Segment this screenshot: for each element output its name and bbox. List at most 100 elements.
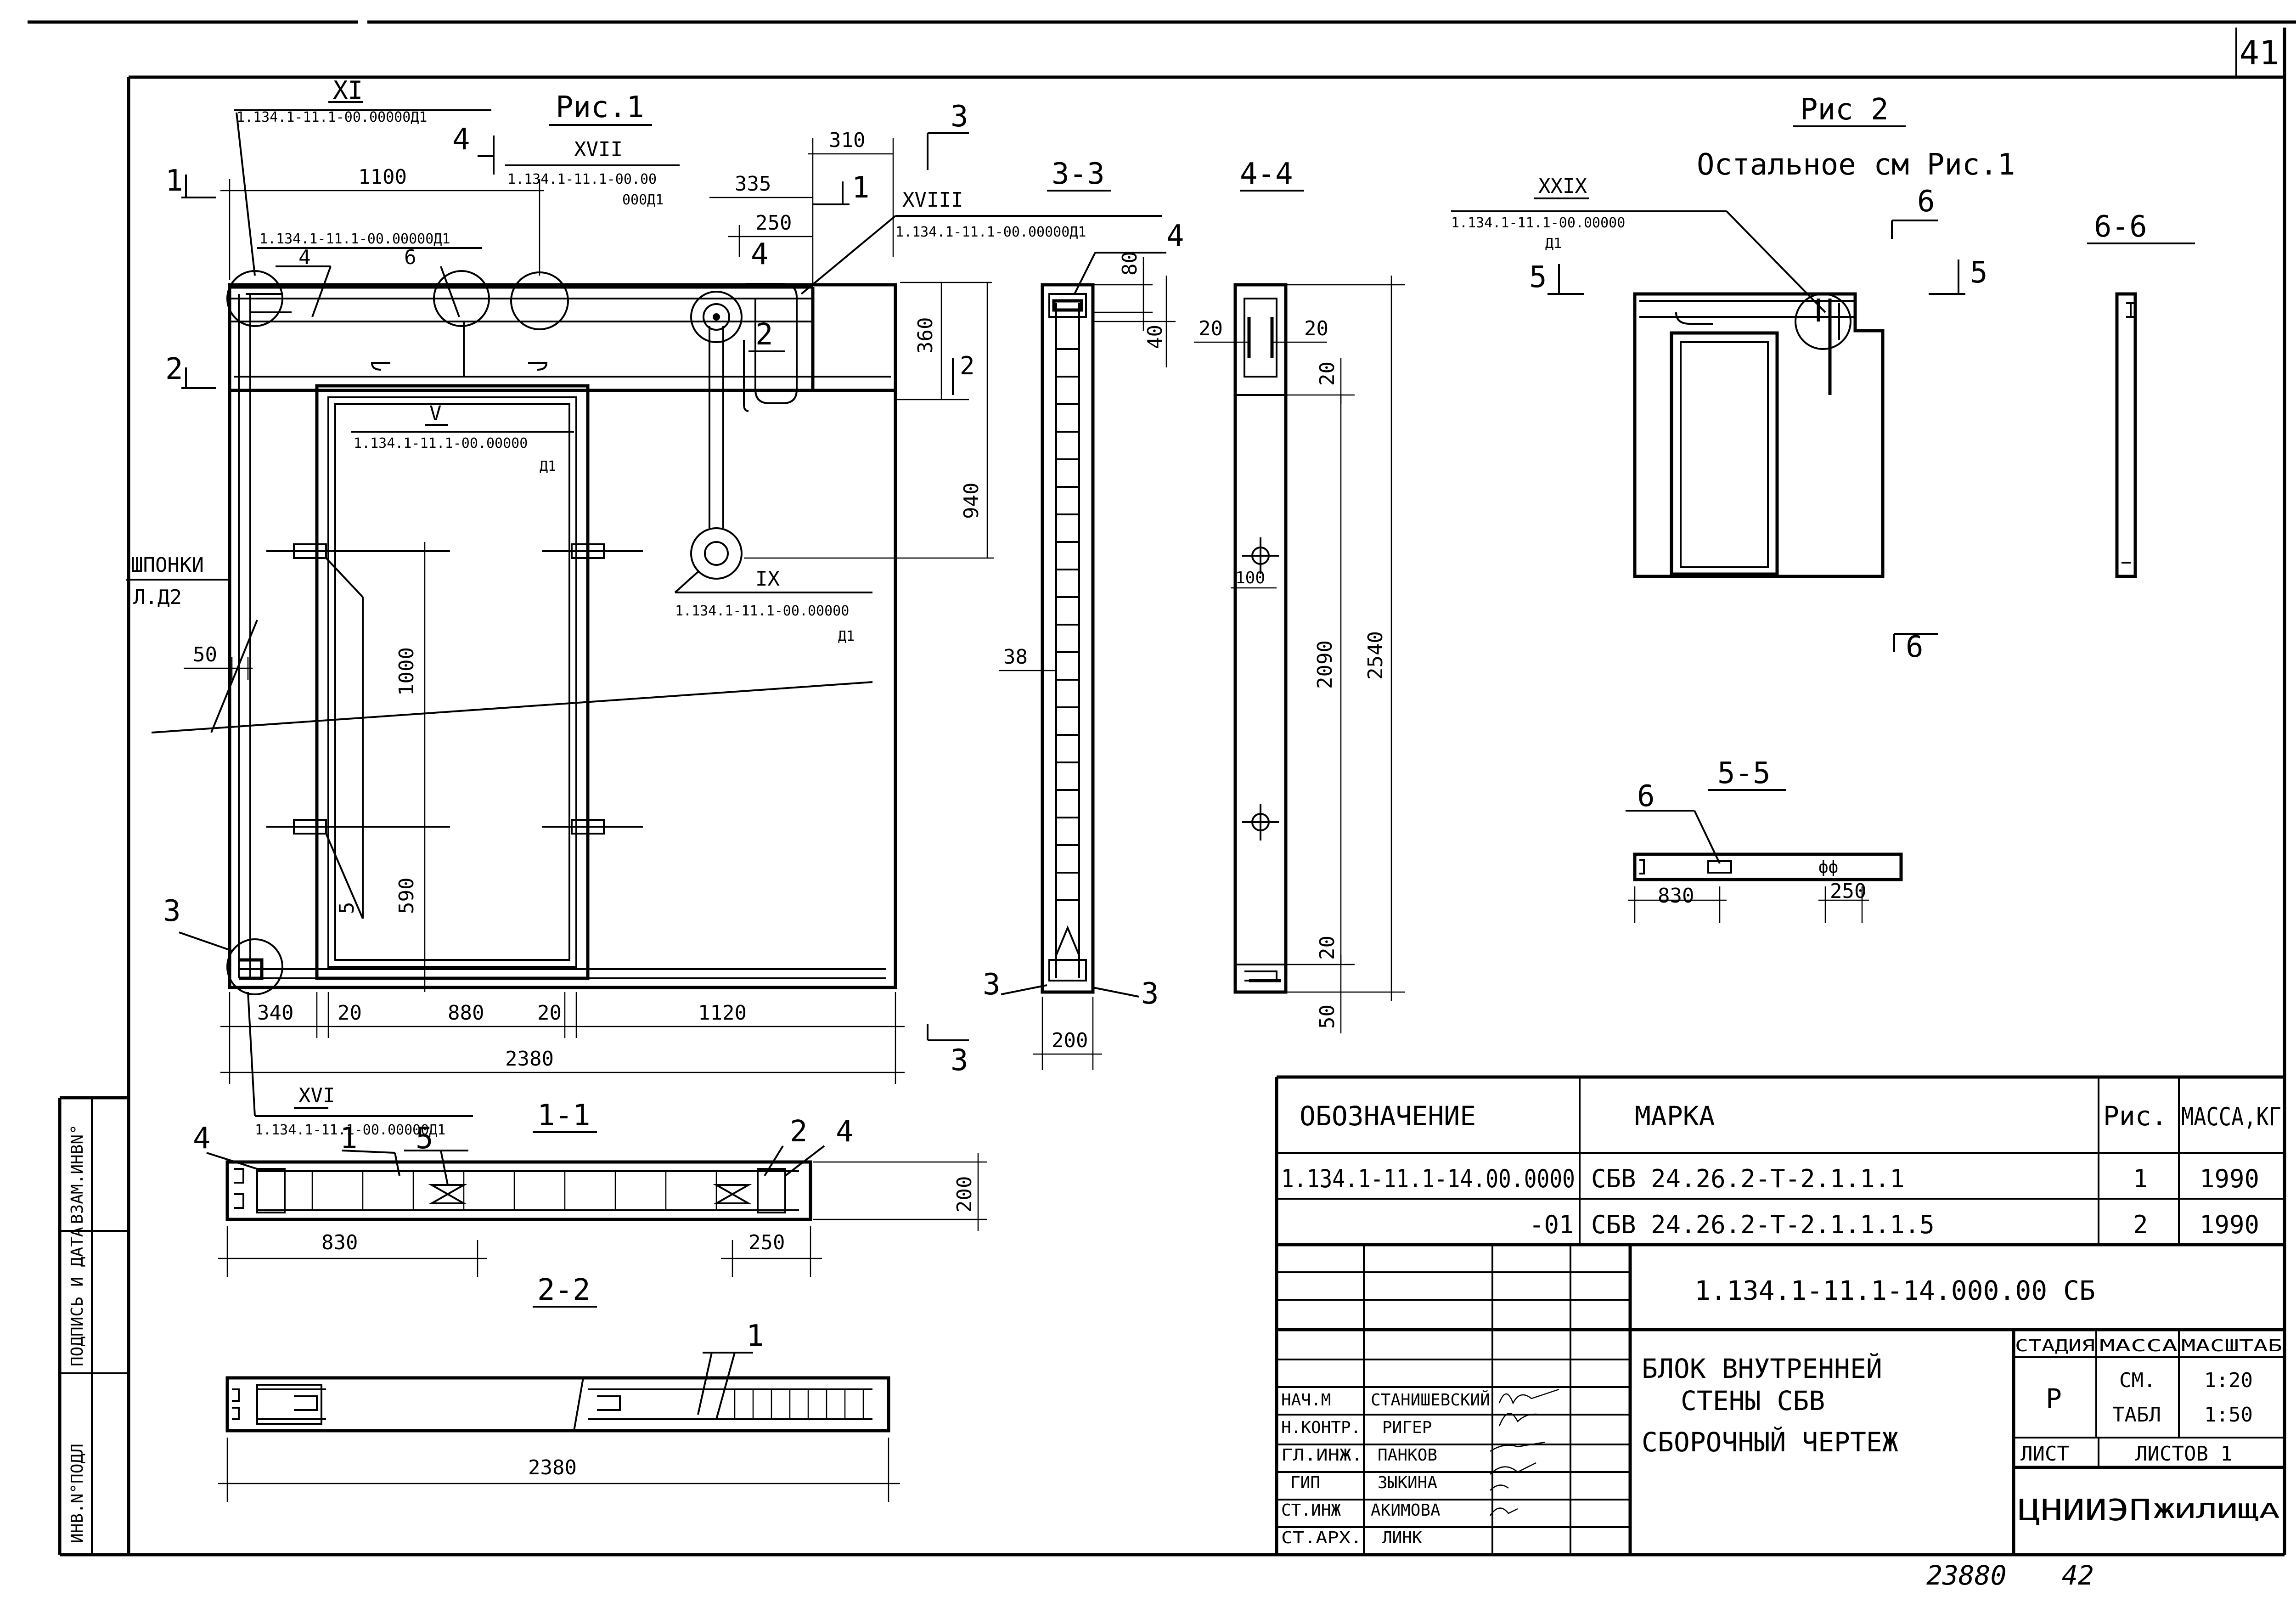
svg-text:фф: фф bbox=[1818, 858, 1838, 877]
sec11-marker-4a: 4 bbox=[193, 1122, 211, 1156]
spec-row2-mark: СБВ 24.26.2-Т-2.1.1.1.5 bbox=[1591, 1210, 1935, 1239]
fig2-elevation: Рис 2 Остальное см Рис.1 XXIX 1.134.1-11… bbox=[1451, 93, 2015, 664]
title-block-scale-header: МАСШТАБ bbox=[2181, 1337, 2282, 1355]
spec-row2-designation: -01 bbox=[1529, 1210, 1574, 1239]
sec33-dim-200: 200 bbox=[1052, 1029, 1088, 1052]
person-role-1: НАЧ.М bbox=[1281, 1391, 1331, 1410]
side-stamp-sign: ПОДПИСЬ И ДАТА bbox=[68, 1227, 87, 1366]
title-block-code: 1.134.1-11.1-14.000.00 СБ bbox=[1694, 1275, 2095, 1306]
sec22-dim-2380: 2380 bbox=[528, 1456, 577, 1479]
sec44-dim-20a: 20 bbox=[1199, 317, 1223, 340]
fig2-ref-code: 1.134.1-11.1-00.00000 bbox=[1451, 215, 1625, 231]
fig1-dim-310: 310 bbox=[829, 129, 865, 152]
fig2-sec6-top: 6 bbox=[1917, 185, 1935, 219]
fig1-sec1-right: 1 bbox=[852, 171, 870, 205]
spec-row2-fig: 2 bbox=[2133, 1210, 2148, 1239]
fig1-ref-XI-num: XI bbox=[333, 76, 363, 105]
fig1-elevation: Рис.1 bbox=[126, 76, 1162, 1138]
title-block-name-line3: СБОРОЧНЫЙ ЧЕРТЕЖ bbox=[1642, 1426, 1898, 1458]
sec11-dim-250: 250 bbox=[748, 1231, 785, 1254]
fig1-dim-1000: 1000 bbox=[395, 647, 418, 696]
archive-number: 23880 bbox=[1926, 1560, 2007, 1591]
sec44-dim-20d: 20 bbox=[1316, 936, 1339, 960]
sec33-marker-3a: 3 bbox=[983, 968, 1001, 1002]
sec11-marker-2: 2 bbox=[790, 1115, 808, 1149]
section-4-4: 4-4 20 20 20 100 2090 2540 20 50 bbox=[1194, 157, 1405, 1033]
sec11-dim-200: 200 bbox=[953, 1176, 976, 1213]
sec11-rebar bbox=[311, 1171, 717, 1210]
sec44-dim-50: 50 bbox=[1316, 1004, 1339, 1029]
fig1-marker-4-top: 4 bbox=[452, 123, 470, 157]
person-name-5: АКИМОВА bbox=[1371, 1501, 1441, 1520]
fig2-ref-num: XXIX bbox=[1538, 175, 1587, 198]
title-block-scale2: 1:50 bbox=[2204, 1403, 2253, 1427]
section-5-5: 5-5 6 фф 830 250 bbox=[1626, 756, 1903, 923]
section-2-2: 2-2 1 2380 bbox=[218, 1273, 900, 1502]
spec-row1-designation: 1.134.1-11.1-14.00.0000 bbox=[1281, 1164, 1575, 1193]
sec33-marker-4: 4 bbox=[1166, 219, 1184, 253]
fig1-dim-940: 940 bbox=[960, 483, 983, 519]
fig1-ref-XVII-code: 1.134.1-11.1-00.00 bbox=[507, 171, 657, 187]
fig1-sec2-right: 2 bbox=[960, 351, 975, 380]
fig1-title: Рис.1 bbox=[556, 90, 644, 124]
spec-header-fig: Рис. bbox=[2103, 1100, 2167, 1132]
sec11-title: 1-1 bbox=[537, 1099, 591, 1133]
sec22-marker-1: 1 bbox=[746, 1319, 764, 1353]
sec44-title: 4-4 bbox=[1240, 157, 1293, 191]
spec-row2-mass: 1990 bbox=[2200, 1210, 2259, 1239]
section-3-3: 3-3 3 3 4 80 40 38 200 bbox=[983, 157, 1184, 1070]
fig1-dim-1100: 1100 bbox=[358, 165, 407, 189]
fig1-ref-XVI-code: 1.134.1-11.1-00.00000Д1 bbox=[255, 1122, 445, 1138]
fig2-subtitle: Остальное см Рис.1 bbox=[1697, 148, 2015, 182]
sec11-dim-830: 830 bbox=[321, 1231, 358, 1254]
fig1-dim-1120: 1120 bbox=[698, 1001, 747, 1025]
title-block-sheet-header: ЛИСТ bbox=[2020, 1442, 2069, 1466]
fig1-marker-4-inner: 4 bbox=[298, 246, 311, 269]
fig1-ref-XVII-code2: 000Д1 bbox=[622, 192, 664, 208]
fig1-ref-XVII-num: XVII bbox=[574, 138, 623, 161]
fig1-sec3-bottom: 3 bbox=[951, 1044, 968, 1077]
title-block-mass-header: МАССА bbox=[2099, 1337, 2178, 1355]
fig1-ref-XVIII-num: XVIII bbox=[902, 188, 963, 212]
fig1-dim-340: 340 bbox=[257, 1001, 293, 1025]
title-block-mass1: СМ. bbox=[2119, 1369, 2155, 1392]
title-block-stage: Р bbox=[2046, 1383, 2062, 1414]
person-role-6: СТ.АРХ. bbox=[1281, 1529, 1362, 1547]
sec33-dim-80: 80 bbox=[1118, 251, 1142, 276]
fig1-ref-IX-code2: Д1 bbox=[838, 628, 855, 644]
fig1-marker-4-hw: 4 bbox=[751, 237, 769, 271]
spec-row1-mark: СБВ 24.26.2-Т-2.1.1.1 bbox=[1591, 1164, 1905, 1193]
fig1-marker-2-hw: 2 bbox=[755, 318, 773, 352]
sec55-dim-830: 830 bbox=[1658, 884, 1694, 908]
person-role-3: ГЛ.ИНЖ. bbox=[1281, 1446, 1363, 1465]
title-block-mass2: ТАБЛ bbox=[2112, 1403, 2161, 1427]
side-stamp-replace: ВЗАМ.ИНВN° bbox=[68, 1124, 87, 1224]
sec33-rebar-rungs bbox=[1056, 348, 1079, 901]
spec-header-mass: МАССА,КГ bbox=[2181, 1102, 2281, 1131]
sec44-dim-2090: 2090 bbox=[1313, 640, 1337, 689]
fig2-sec6-bottom: 6 bbox=[1906, 630, 1924, 664]
page-number: 42 bbox=[2062, 1560, 2094, 1591]
fig1-dim-590: 590 bbox=[395, 878, 418, 914]
title-block-org: ЦНИИЭП bbox=[2018, 1494, 2151, 1528]
section-1-1: 1-1 4 1 5 2 4 830 250 200 bbox=[193, 1099, 987, 1277]
spec-header-designation: ОБОЗНАЧЕНИЕ bbox=[1300, 1100, 1476, 1132]
spec-table: ОБОЗНАЧЕНИЕ МАРКА Рис. МАССА,КГ 1.134.1-… bbox=[1275, 1075, 2285, 1555]
sec11-outline bbox=[225, 1160, 812, 1221]
fig2-sec5-left: 5 bbox=[1529, 260, 1547, 294]
sec55-title: 5-5 bbox=[1717, 756, 1771, 790]
fig1-marker-5: 5 bbox=[335, 902, 359, 914]
fig1-dim-2380: 2380 bbox=[505, 1047, 554, 1071]
sec33-title: 3-3 bbox=[1052, 157, 1105, 191]
fig1-ref-XI-code: 1.134.1-11.1-00.00000Д1 bbox=[236, 109, 427, 125]
fig1-top-ref: 1.134.1-11.1-00.00000Д1 bbox=[259, 231, 450, 247]
person-name-3: ПАНКОВ bbox=[1378, 1446, 1437, 1465]
sec33-marker-3b: 3 bbox=[1141, 977, 1159, 1011]
sec44-dim-20c: 20 bbox=[1316, 361, 1339, 386]
title-block-scale1: 1:20 bbox=[2204, 1369, 2253, 1392]
person-name-6: ЛИНК bbox=[1382, 1529, 1422, 1547]
fig1-ref-IX-code: 1.134.1-11.1-00.00000 bbox=[675, 603, 849, 619]
side-stamp-inv: ИНВ.N°ПОДЛ bbox=[68, 1444, 87, 1543]
fig2-sec5-right: 5 bbox=[1970, 256, 1988, 290]
person-role-4: ГИП bbox=[1290, 1473, 1320, 1492]
